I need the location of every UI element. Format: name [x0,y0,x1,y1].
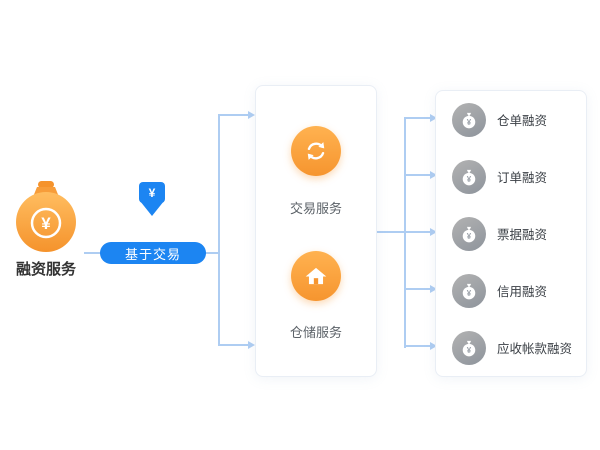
service-label: 仓储服务 [289,325,342,340]
exchange-icon [291,126,341,176]
services-card: 交易服务 仓储服务 [255,85,377,377]
financing-label: 应收帐款融资 [497,342,573,356]
arrowhead-icon [430,342,437,350]
financing-item: ¥ 仓单融资 [436,91,586,148]
money-bag-icon: ¥ [452,216,486,251]
financing-card: ¥ 仓单融资 ¥ 订单融资 ¥ [435,90,587,377]
connector-line [404,288,432,290]
arrowhead-icon [430,171,437,179]
financing-label: 票据融资 [497,228,548,242]
financing-label: 信用融资 [497,285,548,299]
currency-glyph: ¥ [467,118,472,127]
connector-line [218,114,248,116]
money-bag-icon: ¥ [452,159,486,194]
connector-line [218,114,220,346]
currency-glyph: ¥ [41,214,51,233]
money-bag-icon: ¥ [16,181,76,252]
currency-glyph: ¥ [467,289,472,298]
arrowhead-icon [248,341,255,349]
connector-line [218,344,248,346]
money-bag-icon: ¥ [452,273,486,308]
service-label: 交易服务 [289,201,342,216]
arrowhead-icon [248,111,255,119]
financing-label: 仓单融资 [497,114,548,128]
currency-glyph: ¥ [149,186,156,200]
financing-label: 订单融资 [497,171,548,185]
arrowhead-icon [430,285,437,293]
financing-item: ¥ 票据融资 [436,205,586,262]
arrowhead-icon [430,228,437,236]
based-on-transaction-pill: 基于交易 [100,242,206,264]
arrowhead-icon [430,114,437,122]
connector-line [375,231,406,233]
source-label: 融资服务 [15,261,76,278]
money-bag-icon: ¥ [452,330,486,365]
money-bag-icon: ¥ [452,102,486,137]
currency-glyph: ¥ [467,175,472,184]
transfer-down-arrow-icon: ¥ [139,182,165,216]
connector-line [404,345,432,347]
financing-item: ¥ 应收帐款融资 [436,319,586,376]
currency-glyph: ¥ [467,346,472,355]
financing-item: ¥ 订单融资 [436,148,586,205]
warehouse-icon [291,251,341,301]
connector-line [404,174,432,176]
connector-line [404,117,432,119]
connector-line [404,231,432,233]
currency-glyph: ¥ [467,232,472,241]
financing-item: ¥ 信用融资 [436,262,586,319]
